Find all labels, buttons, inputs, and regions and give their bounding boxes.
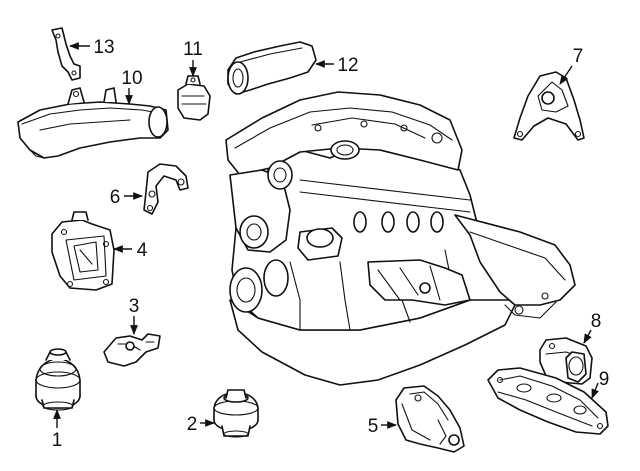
callout-labels: 1 2 3 4 5 6 7 8 9 10 11 12 13 xyxy=(52,37,610,451)
callout-8: 8 xyxy=(591,311,602,332)
callout-12: 12 xyxy=(337,55,358,76)
callout-1: 1 xyxy=(52,430,63,451)
part-2-engine-mount xyxy=(213,389,259,438)
callout-6: 6 xyxy=(110,187,121,208)
part-13-bracket xyxy=(51,27,81,81)
part-4-mount xyxy=(51,211,115,291)
callout-13: 13 xyxy=(93,37,114,58)
callout-10: 10 xyxy=(121,68,142,89)
part-8-mount xyxy=(539,337,593,385)
callout-4: 4 xyxy=(137,240,148,261)
part-12-intake-duct xyxy=(227,41,317,95)
part-9-plate xyxy=(487,367,609,435)
part-1-engine-mount xyxy=(35,348,81,411)
part-11-clip xyxy=(177,75,211,121)
callout-3: 3 xyxy=(129,296,140,317)
engine-block xyxy=(225,91,576,386)
callout-11: 11 xyxy=(183,39,203,60)
part-6-bracket xyxy=(143,163,189,215)
callout-5: 5 xyxy=(368,416,379,437)
part-5-bracket xyxy=(395,385,465,453)
part-7-bracket xyxy=(513,71,585,141)
leader-lines xyxy=(53,42,599,429)
callout-2: 2 xyxy=(187,414,198,435)
part-3-bracket xyxy=(103,333,161,367)
callout-7: 7 xyxy=(573,46,584,67)
callout-9: 9 xyxy=(599,369,610,390)
part-10-air-duct xyxy=(17,87,169,159)
